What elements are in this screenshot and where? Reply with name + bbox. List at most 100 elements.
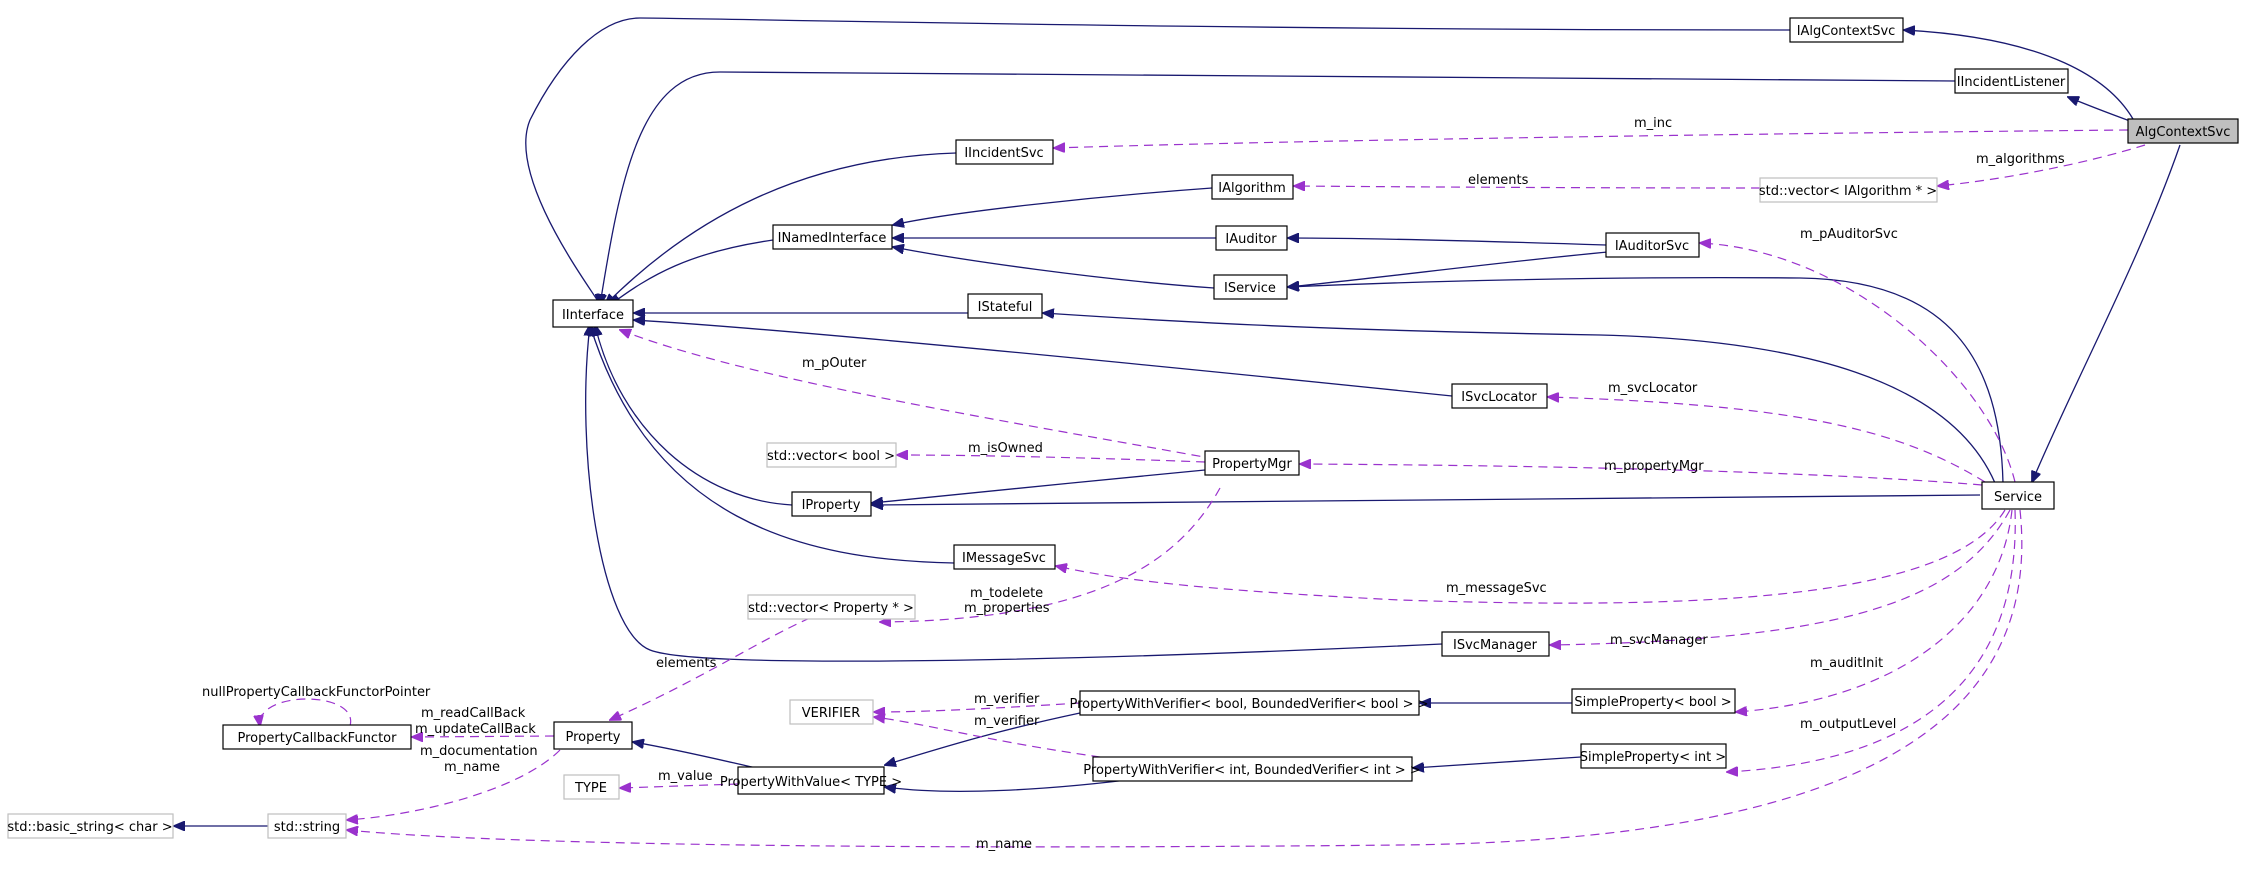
edge-iincidentsvc-iinterface [605, 152, 957, 305]
svg-text:SimpleProperty< bool >: SimpleProperty< bool > [1574, 695, 1731, 710]
edge-m-readcallback [412, 736, 555, 737]
edge-m-svclocator [1548, 397, 1986, 483]
node-verifier[interactable]: VERIFIER [789, 699, 874, 725]
node-simpleproperty-bool[interactable]: SimpleProperty< bool > [1571, 688, 1736, 714]
node-basic-string[interactable]: std::basic_string< char > [7, 813, 174, 839]
node-simpleproperty-int[interactable]: SimpleProperty< int > [1580, 743, 1727, 769]
edge-elements-prop [610, 617, 811, 720]
edge-iauditorsvc-iservice [1288, 251, 1609, 287]
label-m-documentation: m_documentation [420, 744, 538, 759]
svg-text:IAlgContextSvc: IAlgContextSvc [1797, 24, 1896, 39]
node-propertymgr[interactable]: PropertyMgr [1204, 450, 1300, 476]
label-m-auditinit: m_auditInit [1810, 656, 1883, 671]
edge-service-istateful [1043, 313, 1996, 484]
edge-m-outputlevel [1727, 509, 2016, 772]
edge-m-value [620, 784, 739, 788]
edge-isvcmanager-iinterface [586, 325, 1443, 662]
node-inamedinterface[interactable]: INamedInterface [772, 224, 893, 250]
edge-isvclocator-iinterface [634, 320, 1453, 397]
edge-m-inc [1054, 129, 2129, 148]
svg-text:SimpleProperty< int >: SimpleProperty< int > [1580, 750, 1726, 765]
svg-text:std::vector< Property * >: std::vector< Property * > [748, 601, 914, 616]
node-imessagesvc[interactable]: IMessageSvc [953, 544, 1056, 570]
node-algcontextsvc[interactable]: AlgContextSvc [2127, 118, 2239, 144]
svg-text:TYPE: TYPE [574, 781, 607, 796]
inheritance-edges [174, 17, 2181, 826]
node-property[interactable]: Property [553, 721, 633, 750]
label-m-pouter: m_pOuter [802, 356, 867, 371]
label-m-svcmanager: m_svcManager [1610, 633, 1708, 648]
node-iauditorsvc[interactable]: IAuditorSvc [1605, 232, 1700, 258]
edge-iincidentlistener-iinterface [600, 71, 1956, 305]
node-ialgorithm[interactable]: IAlgorithm [1211, 174, 1294, 200]
node-pwv-int[interactable]: PropertyWithVerifier< int, BoundedVerifi… [1083, 756, 1421, 782]
svg-text:Property: Property [565, 730, 620, 745]
label-m-svclocator: m_svcLocator [1608, 381, 1698, 396]
edge-m-algorithms [1938, 144, 2146, 186]
edge-labels: m_inc m_algorithms elements m_pAuditorSv… [202, 116, 2065, 852]
node-iproperty[interactable]: IProperty [791, 491, 872, 517]
edge-iservice-inamedinterface [893, 247, 1215, 289]
node-iauditor[interactable]: IAuditor [1215, 225, 1288, 251]
node-iservice[interactable]: IService [1213, 274, 1288, 300]
svg-text:std::vector< bool >: std::vector< bool > [767, 449, 895, 464]
svg-text:PropertyWithValue< TYPE >: PropertyWithValue< TYPE > [720, 775, 902, 790]
usage-edges [260, 129, 2146, 848]
svg-text:IMessageSvc: IMessageSvc [962, 551, 1046, 566]
label-m-todelete: m_todelete [970, 586, 1043, 601]
node-iinterface[interactable]: IInterface [552, 299, 634, 328]
label-elements-prop: elements [656, 656, 717, 671]
label-m-messagesvc: m_messageSvc [1446, 581, 1547, 596]
edge-ialgcontextsvc-iinterface [525, 17, 1791, 305]
svg-text:ISvcLocator: ISvcLocator [1461, 390, 1537, 405]
edge-elements-alg [1294, 186, 1761, 188]
svg-text:std::string: std::string [274, 820, 340, 835]
node-iincidentsvc[interactable]: IIncidentSvc [955, 139, 1054, 165]
node-isvcmanager[interactable]: ISvcManager [1441, 631, 1550, 657]
edge-propertymgr-iproperty [872, 469, 1206, 503]
node-propertycallbackfunctor[interactable]: PropertyCallbackFunctor [222, 724, 412, 750]
edge-iauditorsvc-iauditor [1288, 238, 1607, 246]
node-service[interactable]: Service [1981, 481, 2055, 510]
node-pwv-bool[interactable]: PropertyWithVerifier< bool, BoundedVerif… [1069, 690, 1429, 716]
svg-text:IStateful: IStateful [978, 300, 1033, 315]
edge-algcontextsvc-ialgcontextsvc [1904, 30, 2134, 120]
node-vector-bool[interactable]: std::vector< bool > [766, 442, 897, 468]
node-type[interactable]: TYPE [563, 774, 620, 800]
label-elements-alg: elements [1468, 173, 1529, 188]
node-iincidentlistener[interactable]: IIncidentListener [1954, 68, 2069, 94]
node-isvclocator[interactable]: ISvcLocator [1451, 383, 1548, 409]
edge-m-pauditorsvc [1700, 243, 2016, 483]
edge-pwvint-propertywithvalue [885, 777, 1144, 791]
label-m-properties: m_properties [964, 601, 1050, 616]
edge-m-name-svc [347, 509, 2023, 848]
label-m-name-svc: m_name [976, 837, 1032, 852]
label-m-readcallback: m_readCallBack [421, 706, 526, 721]
node-istateful[interactable]: IStateful [967, 293, 1043, 319]
svg-text:Service: Service [1994, 490, 2042, 505]
svg-text:IIncidentListener: IIncidentListener [1957, 75, 2066, 90]
node-vector-property[interactable]: std::vector< Property * > [747, 594, 916, 620]
node-std-string[interactable]: std::string [267, 813, 347, 839]
node-propertywithvalue[interactable]: PropertyWithValue< TYPE > [720, 766, 902, 795]
edge-service-iservice [1288, 276, 2004, 484]
svg-text:PropertyMgr: PropertyMgr [1212, 457, 1292, 472]
label-m-propertymgr: m_propertyMgr [1604, 459, 1704, 474]
edge-service-iproperty [872, 494, 1981, 505]
node-vector-ialgorithm[interactable]: std::vector< IAlgorithm * > [1759, 177, 1938, 203]
edge-null-callback-self [260, 698, 352, 726]
edge-m-pouter [620, 330, 1216, 460]
edge-algcontextsvc-service [2032, 144, 2181, 482]
node-ialgcontextsvc[interactable]: IAlgContextSvc [1789, 17, 1904, 43]
edge-pwvbool-propertywithvalue [885, 712, 1081, 765]
edge-m-isowned [897, 455, 1206, 463]
edge-ialgorithm-inamedinterface [893, 187, 1213, 225]
edge-algcontextsvc-iincidentlistener [2068, 97, 2131, 122]
label-null-callback: nullPropertyCallbackFunctorPointer [202, 685, 431, 700]
edge-inamedinterface-iinterface [610, 239, 774, 305]
svg-text:IService: IService [1224, 281, 1276, 296]
edge-m-auditinit [1736, 509, 2013, 712]
edge-simplepropint-pwvint [1413, 756, 1582, 768]
label-m-inc: m_inc [1634, 116, 1672, 131]
label-m-pauditorsvc: m_pAuditorSvc [1800, 227, 1898, 242]
